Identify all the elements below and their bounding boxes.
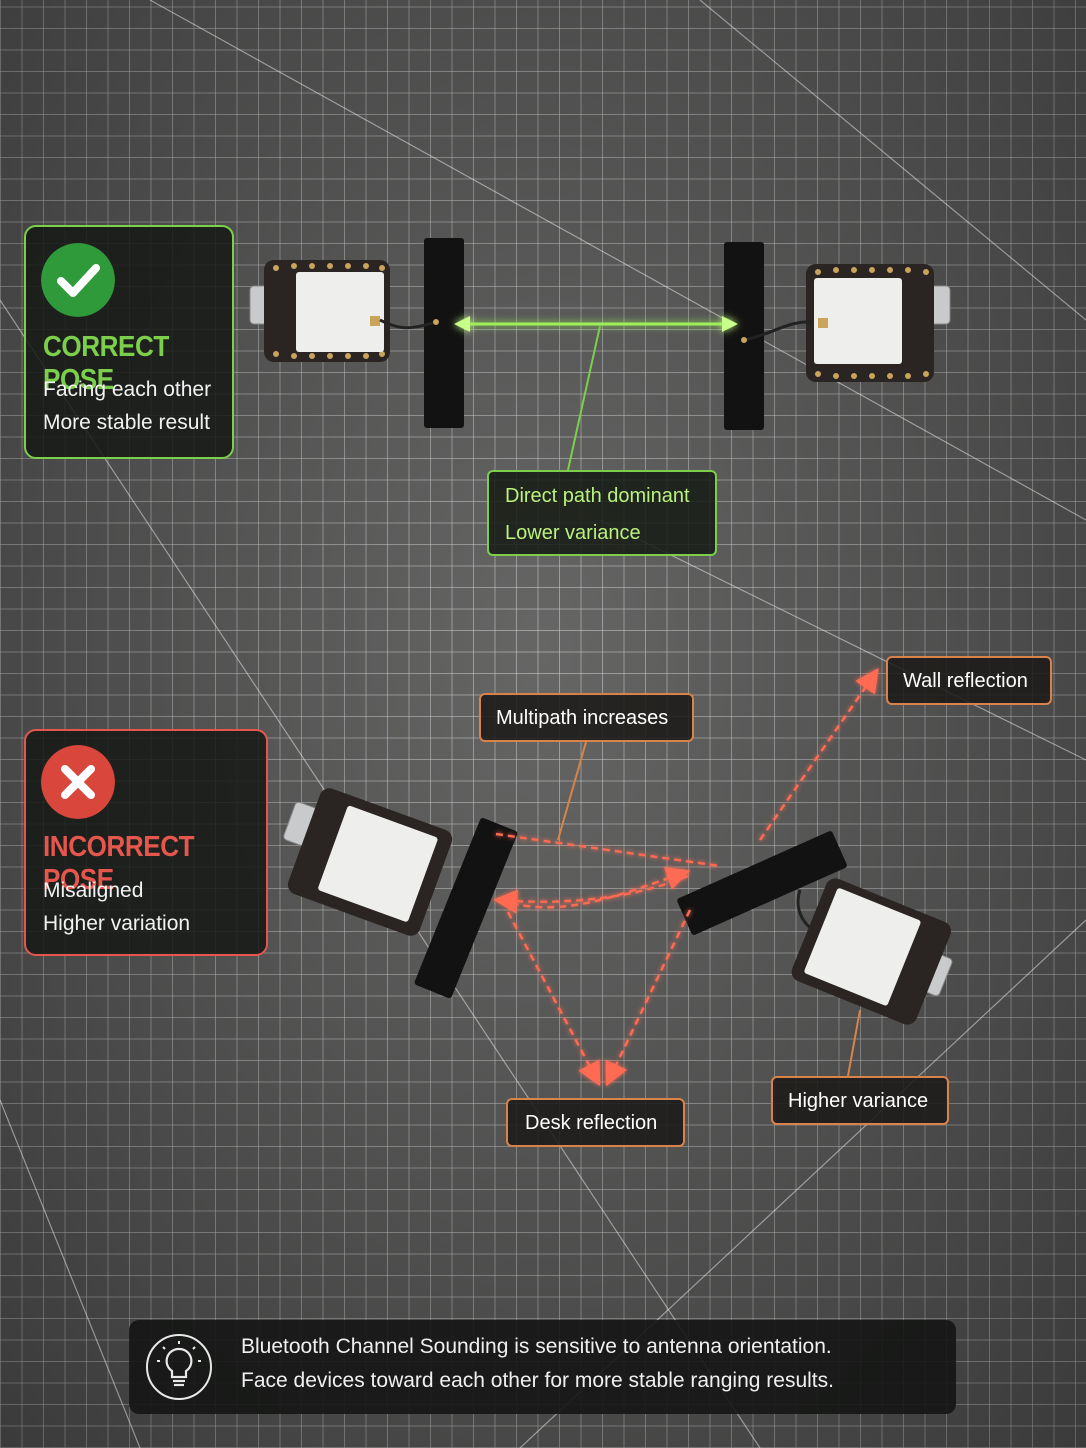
direct-callout-leader (567, 325, 601, 471)
multipath-callout: Multipath increases (479, 693, 694, 742)
incorrect-left-antenna (414, 817, 518, 999)
higher-variance-callout: Higher variance (771, 1076, 949, 1125)
correct-right-board (806, 264, 951, 382)
wall-reflection-callout: Wall reflection (886, 656, 1052, 705)
higher-variance-label: Higher variance (788, 1090, 929, 1112)
correct-pose-line-2: More stable result (43, 411, 210, 434)
direct-callout-line-1: Direct path dominant (505, 485, 690, 507)
incorrect-pose-panel: INCORRECT POSE Misaligned Higher variati… (24, 729, 268, 956)
callout-leaders (557, 741, 861, 1077)
correct-pose-panel: CORRECT POSE Facing each other More stab… (24, 225, 234, 459)
multipath-signals (493, 668, 879, 1087)
multipath-callout-label: Multipath increases (496, 707, 669, 729)
correct-left-antenna (379, 238, 464, 428)
correct-left-board (249, 260, 390, 362)
direct-path-arrow (454, 316, 738, 332)
lightbulb-icon (146, 1334, 212, 1400)
desk-reflection-callout: Desk reflection (506, 1098, 685, 1147)
checkmark-icon (41, 243, 115, 317)
correct-pose-line-1: Facing each other (43, 378, 212, 401)
tip-banner: Bluetooth Channel Sounding is sensitive … (129, 1320, 956, 1414)
incorrect-pose-line-2: Higher variation (43, 912, 191, 935)
incorrect-right-board (791, 878, 953, 1025)
desk-reflection-label: Desk reflection (525, 1112, 658, 1134)
direct-callout-line-2: Lower variance (505, 522, 641, 544)
tip-line-1: Bluetooth Channel Sounding is sensitive … (241, 1335, 832, 1358)
cross-icon (41, 745, 115, 819)
incorrect-pose-line-1: Misaligned (43, 879, 144, 902)
incorrect-pose-title: INCORRECT POSE (43, 831, 195, 896)
tip-line-2: Face devices toward each other for more … (241, 1369, 834, 1392)
incorrect-right-antenna (677, 831, 847, 935)
incorrect-left-board (283, 788, 453, 936)
correct-pose-title: CORRECT POSE (43, 331, 169, 396)
direct-path-callout: Direct path dominant Lower variance (487, 470, 717, 556)
correct-right-antenna (724, 242, 813, 430)
wall-reflection-label: Wall reflection (903, 670, 1028, 692)
